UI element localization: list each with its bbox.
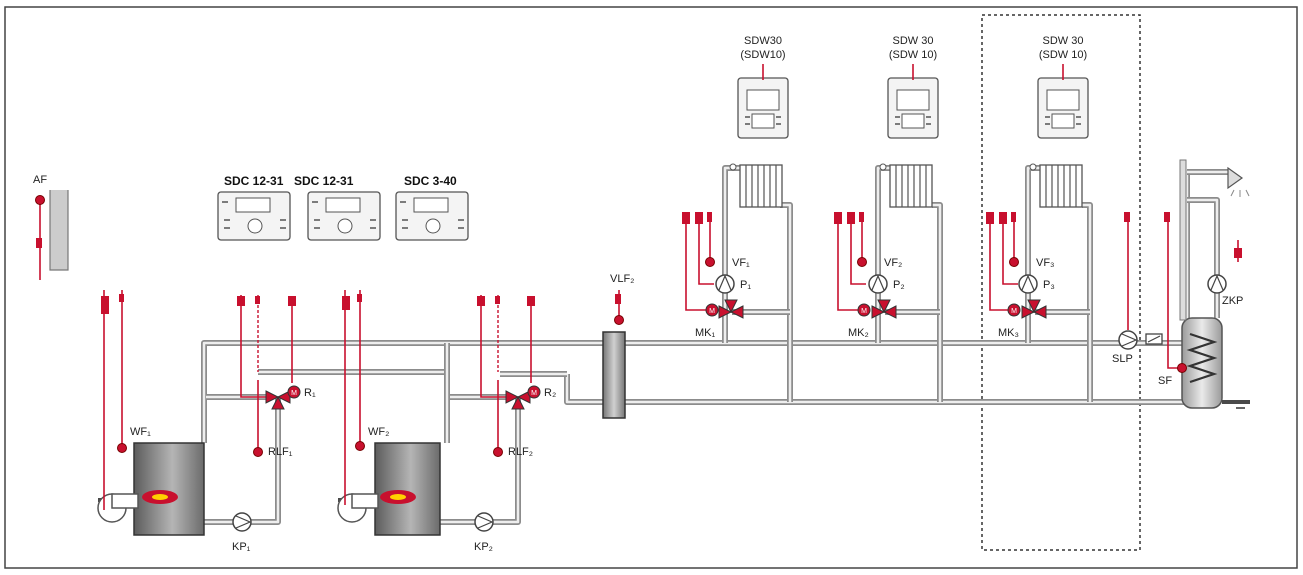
- dhw-storage-tank: [1181, 317, 1250, 409]
- sensor-sf: [1177, 363, 1187, 373]
- label-mk3: MK₃: [998, 327, 1019, 339]
- sensor-points: [35, 195, 1187, 457]
- sensor-vf1: [705, 257, 715, 267]
- label-room-unit-2-line1: SDW 30: [893, 35, 934, 47]
- label-room-unit-3-line2: (SDW 10): [1039, 49, 1087, 61]
- pump-p1: [715, 274, 735, 294]
- room-unit-1: [737, 77, 789, 139]
- label-controller-boiler-2: SDC 12-31: [294, 174, 354, 188]
- label-rlf2: RLF₂: [508, 446, 533, 458]
- sensor-wf2: [355, 441, 365, 451]
- controller-sdc-3-40: [395, 191, 469, 241]
- motor-symbol: M: [709, 308, 715, 315]
- boiler-2: [337, 442, 441, 536]
- label-vf1: VF₁: [732, 257, 750, 269]
- label-controller-main: SDC 3-40: [404, 174, 457, 188]
- label-room-unit-1-line2: (SDW10): [740, 49, 785, 61]
- diagram-frame: [4, 6, 1298, 569]
- label-kp1: KP₁: [232, 541, 251, 553]
- label-zkp: ZKP: [1222, 295, 1243, 307]
- room-unit-2: [887, 77, 939, 139]
- label-r1: R₁: [304, 387, 316, 399]
- label-room-unit-1-line1: SDW30: [744, 35, 782, 47]
- room-unit-3: [1037, 77, 1089, 139]
- label-vf2: VF₂: [884, 257, 902, 269]
- controller-sdc-12-31-a: [217, 191, 291, 241]
- label-p1: P₁: [740, 279, 751, 291]
- sensor-af: [35, 195, 45, 205]
- label-vlf: VLF₂: [610, 273, 634, 285]
- heating-circuit-3-module-frame: [981, 14, 1141, 551]
- label-wf1: WF₁: [130, 426, 151, 438]
- label-room-unit-2-line2: (SDW 10): [889, 49, 937, 61]
- label-sf: SF: [1158, 375, 1172, 387]
- label-room-unit-3-line1: SDW 30: [1043, 35, 1084, 47]
- valve-r2: M: [505, 385, 541, 410]
- label-rlf1: RLF₁: [268, 446, 293, 458]
- label-mk1: MK₁: [695, 327, 716, 339]
- label-kp2: KP₂: [474, 541, 493, 553]
- label-wf2: WF₂: [368, 426, 389, 438]
- sensor-vf2: [857, 257, 867, 267]
- motor-symbol: M: [861, 308, 867, 315]
- valve-mk1: M: [705, 299, 744, 319]
- label-slp: SLP: [1112, 353, 1133, 365]
- hydraulic-separator: [602, 331, 626, 419]
- heating-coil: [1186, 332, 1218, 384]
- pump-slp: [1118, 330, 1163, 350]
- pump-p2: [868, 274, 888, 294]
- label-controller-boiler-1: SDC 12-31: [224, 174, 284, 188]
- pump-kp1: [232, 512, 252, 532]
- motor-symbol: M: [1011, 308, 1017, 315]
- sensor-rlf2: [493, 447, 503, 457]
- outdoor-wall: [49, 190, 69, 271]
- valve-mk3: M: [1007, 299, 1047, 319]
- sensor-rlf1: [253, 447, 263, 457]
- label-mk2: MK₂: [848, 327, 869, 339]
- boiler-1: [97, 442, 205, 536]
- radiator-3: [1029, 163, 1083, 208]
- valve-r1: M: [265, 385, 301, 410]
- radiator-1: [729, 163, 783, 208]
- motor-symbol: M: [291, 390, 297, 397]
- label-af: AF: [33, 174, 47, 186]
- radiator-2: [879, 163, 933, 208]
- shower-head-icon: [1227, 166, 1250, 197]
- pump-p3: [1018, 274, 1038, 294]
- labels: SDC 12-31 SDC 12-31 SDC 3-40 SDW30 (SDW1…: [33, 35, 1243, 553]
- controller-sdc-12-31-b: [307, 191, 381, 241]
- label-p2: P₂: [893, 279, 905, 291]
- dhw-riser: [1179, 159, 1187, 321]
- sensor-vf3: [1009, 257, 1019, 267]
- valves: M M M M M: [265, 299, 1047, 410]
- label-r2: R₂: [544, 387, 556, 399]
- pump-kp2: [474, 512, 494, 532]
- label-p3: P₃: [1043, 279, 1055, 291]
- pumps: [232, 274, 1227, 532]
- sensor-vlf: [614, 315, 624, 325]
- valve-mk2: M: [857, 299, 897, 319]
- pump-zkp: [1207, 274, 1227, 294]
- motor-symbol: M: [531, 390, 537, 397]
- signal-wires: [36, 64, 1242, 510]
- sensor-wf1: [117, 443, 127, 453]
- label-vf3: VF₃: [1036, 257, 1055, 269]
